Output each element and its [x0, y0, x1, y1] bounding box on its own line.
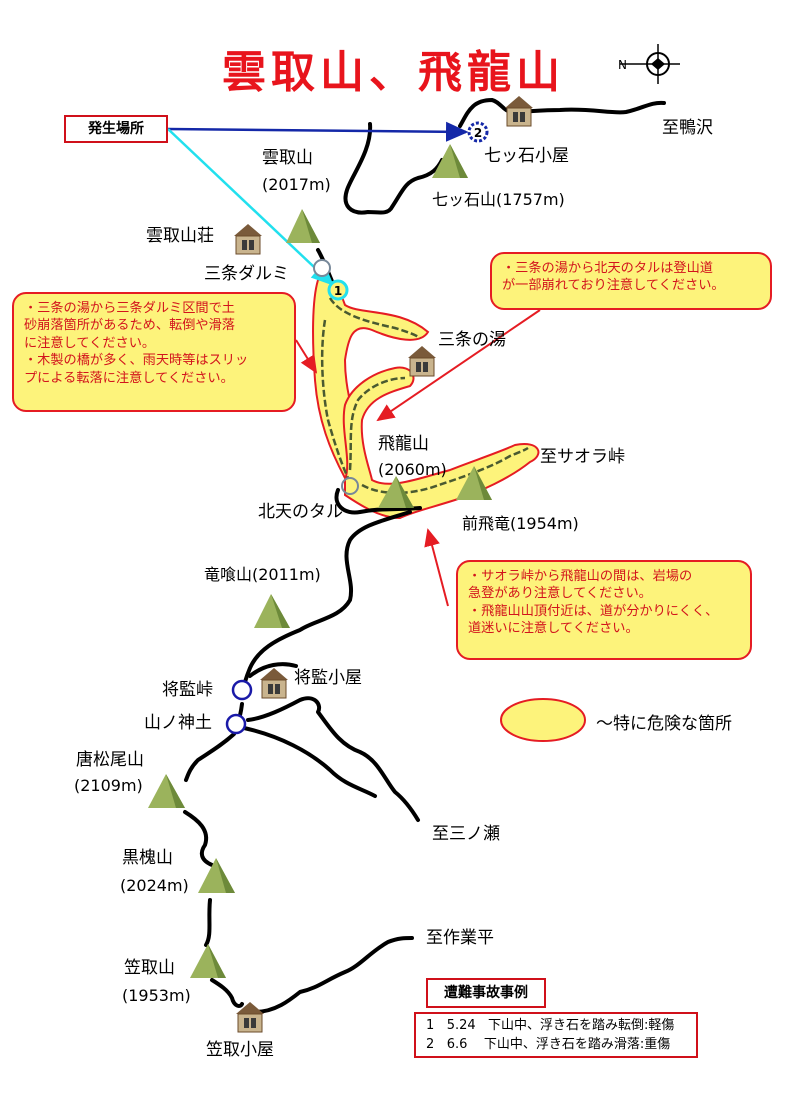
note-arrow-bottom-right	[424, 528, 449, 607]
danger-zone-sanjo-darumi	[312, 278, 430, 484]
peak-icon-kuroenju	[198, 858, 235, 893]
label-shogen-pass: 将監峠	[162, 680, 213, 700]
peak-icon-maebiryu	[456, 466, 492, 500]
hut-icon-nanatsuishi	[505, 96, 533, 127]
label-sanjo-spa: 三条の湯	[438, 330, 506, 350]
label-ryukui: 竜喰山(2011m)	[204, 565, 321, 584]
accident-row: 2 6.6 下山中、浮き石を踏み滑落:重傷	[426, 1036, 671, 1052]
label-kasatori-hut: 笠取小屋	[206, 1040, 274, 1060]
peak-icon-karamatsuo	[148, 774, 185, 808]
callout-arrows	[167, 121, 541, 607]
label-kumotori-alt: (2017m)	[262, 175, 331, 194]
junction-shogen-pass	[231, 679, 253, 701]
label-kuroenju-name: 黒槐山	[122, 848, 173, 868]
note-arrow-left	[295, 339, 318, 374]
map-title: 雲取山、飛龍山	[222, 47, 565, 98]
peak-icon-kasatori	[190, 944, 226, 978]
label-kasatori-name: 笠取山	[124, 958, 175, 978]
compass-icon: N	[618, 44, 680, 84]
caution-note-bottom-right: ・サオラ峠から飛龍山の間は、岩場の 急登があり注意してください。 ・飛龍山山頂付…	[456, 560, 752, 660]
label-hiryu-name: 飛龍山	[378, 434, 429, 454]
junction-hokuten	[341, 477, 359, 495]
danger-zone-hiryu-ridge	[342, 366, 540, 520]
legend-danger-swatch	[500, 698, 586, 742]
peak-icon-ryukui	[254, 594, 290, 628]
occurrence-arrow-1	[167, 128, 334, 286]
caution-note-top-right: ・三条の湯から北天のタルは登山道 が一部崩れており注意してください。	[490, 252, 772, 310]
label-shogen-hut: 将監小屋	[294, 668, 362, 688]
svg-text:N: N	[618, 58, 627, 72]
label-karamatsuo-alt: (2109m)	[74, 776, 143, 795]
legend-label: ～特に危険な箇所	[596, 714, 732, 734]
svg-text:2: 2	[474, 126, 482, 140]
hut-icon-shogen	[260, 668, 288, 699]
peaks	[148, 144, 492, 978]
label-nanatsuishi-mt: 七ッ石山(1757m)	[432, 190, 565, 209]
label-hokuten: 北天のタル	[258, 502, 343, 522]
peak-icon-hiryu	[378, 476, 414, 508]
danger-zones	[312, 278, 540, 520]
label-sanjo-darumi: 三条ダルミ	[204, 264, 289, 284]
peak-icon-kumotori	[286, 209, 320, 243]
incident-marker-1: 1	[327, 279, 349, 301]
label-to-saora: 至サオラ峠	[540, 447, 625, 467]
label-yamanokami: 山ノ神土	[144, 713, 212, 733]
occurrence-arrow-2	[167, 121, 469, 142]
label-to-sannose: 至三ノ瀬	[432, 824, 500, 844]
note-arrow-top-right	[376, 309, 541, 422]
accidents-title: 遭難事故事例	[426, 978, 546, 1008]
hut-icon-sanjo-spa	[408, 346, 436, 377]
junctions	[225, 679, 253, 735]
label-kasatori-alt: (1953m)	[122, 986, 191, 1005]
junction-yamanokami	[225, 713, 247, 735]
hut-icon-kumotori-lodge	[234, 224, 262, 255]
label-hiryu-alt: (2060m)	[378, 460, 447, 479]
label-nanatsuishi-hut: 七ッ石小屋	[484, 146, 569, 166]
label-kuroenju-alt: (2024m)	[120, 876, 189, 895]
label-maebiryu: 前飛竜(1954m)	[462, 514, 579, 533]
hut-icon-kasatori	[236, 1002, 264, 1033]
huts	[234, 96, 533, 1033]
label-kumotori-lodge: 雲取山荘	[146, 226, 214, 246]
junction-sanjo-darumi	[313, 259, 331, 277]
peak-icon-nanatsuishi	[432, 144, 468, 178]
accidents-table: 1 5.24 下山中、浮き石を踏み転倒:軽傷 2 6.6 下山中、浮き石を踏み滑…	[414, 1012, 698, 1058]
occurrence-label: 発生場所	[64, 115, 168, 143]
incident-marker-2: 2	[467, 121, 489, 143]
svg-text:1: 1	[334, 284, 342, 298]
label-to-kamozawa: 至鴨沢	[662, 118, 713, 138]
trails	[183, 98, 666, 1014]
label-karamatsuo-name: 唐松尾山	[76, 750, 144, 770]
caution-note-left: ・三条の湯から三条ダルミ区間で土 砂崩落箇所があるため、転倒や滑落 に注意してく…	[12, 292, 296, 412]
label-to-sagyodaira: 至作業平	[426, 928, 494, 948]
accident-row: 1 5.24 下山中、浮き石を踏み転倒:軽傷	[426, 1018, 675, 1033]
label-kumotori-name: 雲取山	[262, 148, 313, 168]
